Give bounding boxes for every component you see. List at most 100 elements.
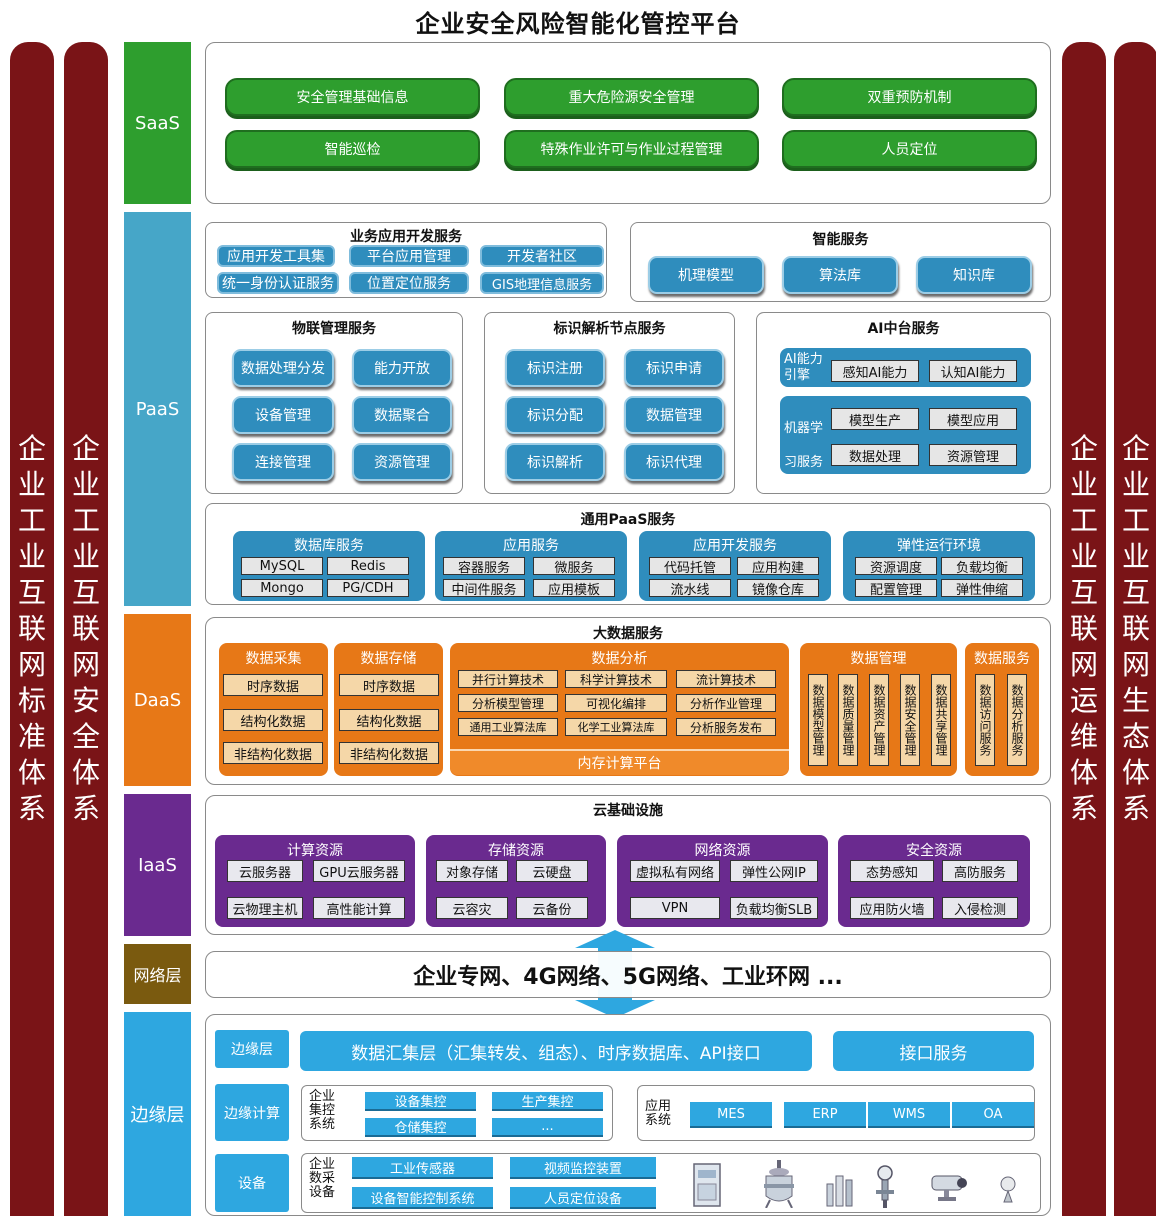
storage-resource-item[interactable]: 云容灾 <box>436 897 508 919</box>
iot-item[interactable]: 连接管理 <box>232 443 334 481</box>
ident-item[interactable]: 标识解析 <box>505 443 605 481</box>
saas-item[interactable]: 双重预防机制 <box>782 78 1037 116</box>
ident-item[interactable]: 数据管理 <box>624 396 724 434</box>
biz-dev-item[interactable]: 统一身份认证服务 <box>217 272 339 294</box>
security-resource-item[interactable]: 高防服务 <box>942 860 1018 882</box>
application-item[interactable]: MES <box>690 1102 772 1128</box>
device-item[interactable]: 工业传感器 <box>352 1157 493 1179</box>
data-manage-item[interactable]: 数据模型管理 <box>808 674 828 766</box>
data-store-item[interactable]: 非结构化数据 <box>339 742 439 764</box>
saas-item[interactable]: 人员定位 <box>782 130 1037 168</box>
iot-item[interactable]: 资源管理 <box>352 443 452 481</box>
iot-item[interactable]: 能力开放 <box>352 349 452 387</box>
ai-capability-item[interactable]: 认知AI能力 <box>929 360 1017 382</box>
db-service-item[interactable]: MySQL <box>241 557 323 575</box>
data-service-item[interactable]: 数据访问服务 <box>975 674 995 766</box>
app-dev-service-item[interactable]: 应用构建 <box>737 557 819 576</box>
app-service-item[interactable]: 容器服务 <box>443 557 525 576</box>
edge-compute-item[interactable]: 设备集控 <box>365 1092 476 1111</box>
db-service-item[interactable]: PG/CDH <box>327 579 409 597</box>
smart-item[interactable]: 算法库 <box>782 256 898 294</box>
app-dev-service-item[interactable]: 代码托管 <box>649 557 731 576</box>
storage-resource-item[interactable]: 对象存储 <box>436 860 508 882</box>
smart-item[interactable]: 知识库 <box>916 256 1032 294</box>
biz-dev-item[interactable]: 平台应用管理 <box>349 245 469 267</box>
iot-item[interactable]: 数据聚合 <box>352 396 452 434</box>
smart-item[interactable]: 机理模型 <box>648 256 764 294</box>
network-resource-item[interactable]: VPN <box>630 897 720 919</box>
edge-compute-item[interactable]: ... <box>492 1118 603 1137</box>
biz-dev-item[interactable]: 应用开发工具集 <box>217 245 335 267</box>
data-analysis-item[interactable]: 流计算技术 <box>676 670 776 688</box>
elastic-env-item[interactable]: 弹性伸缩 <box>941 579 1023 598</box>
data-manage-item[interactable]: 数据共享管理 <box>931 674 951 766</box>
app-service-item[interactable]: 中间件服务 <box>443 579 525 598</box>
device-item[interactable]: 视频监控装置 <box>510 1157 656 1179</box>
security-resource-item[interactable]: 态势感知 <box>850 860 934 882</box>
device-item[interactable]: 设备智能控制系统 <box>352 1187 493 1209</box>
compute-resource-item[interactable]: 云物理主机 <box>227 897 303 919</box>
biz-dev-item[interactable]: 开发者社区 <box>480 245 604 267</box>
data-collect-item[interactable]: 结构化数据 <box>223 709 323 731</box>
db-service-item[interactable]: Mongo <box>241 579 323 597</box>
app-dev-service-item[interactable]: 流水线 <box>649 579 731 598</box>
compute-resource-item[interactable]: 云服务器 <box>227 860 303 882</box>
data-manage-item[interactable]: 数据资产管理 <box>869 674 889 766</box>
data-analysis-item[interactable]: 科学计算技术 <box>565 670 667 688</box>
biz-dev-item[interactable]: GIS地理信息服务 <box>480 272 604 294</box>
network-resource-item[interactable]: 弹性公网IP <box>730 860 818 882</box>
application-item[interactable]: WMS <box>868 1102 950 1128</box>
data-analysis-item[interactable]: 化学工业算法库 <box>565 718 667 736</box>
ml-service-item[interactable]: 模型生产 <box>831 408 919 430</box>
security-resource-item[interactable]: 入侵检测 <box>942 897 1018 919</box>
data-analysis-item[interactable]: 分析服务发布 <box>676 718 776 736</box>
ident-item[interactable]: 标识分配 <box>505 396 605 434</box>
application-item[interactable]: ERP <box>784 1102 866 1128</box>
storage-resource-item[interactable]: 云备份 <box>516 897 588 919</box>
device-item[interactable]: 人员定位设备 <box>510 1187 656 1209</box>
network-resource-item[interactable]: 虚拟私有网络 <box>630 860 720 882</box>
data-analysis-item[interactable]: 可视化编排 <box>565 694 667 712</box>
data-store-item[interactable]: 时序数据 <box>339 674 439 696</box>
ident-item[interactable]: 标识代理 <box>624 443 724 481</box>
data-analysis-item[interactable]: 分析模型管理 <box>458 694 558 712</box>
ml-service-item[interactable]: 资源管理 <box>929 444 1017 466</box>
saas-item[interactable]: 重大危险源安全管理 <box>504 78 759 116</box>
ident-item[interactable]: 标识注册 <box>505 349 605 387</box>
elastic-env-item[interactable]: 配置管理 <box>855 579 937 598</box>
data-manage-item[interactable]: 数据安全管理 <box>900 674 920 766</box>
biz-dev-item[interactable]: 位置定位服务 <box>349 272 469 294</box>
elastic-env-item[interactable]: 资源调度 <box>855 557 937 576</box>
data-service-item[interactable]: 数据分析服务 <box>1007 674 1027 766</box>
application-item[interactable]: OA <box>952 1102 1034 1128</box>
data-collect-item[interactable]: 非结构化数据 <box>223 742 323 764</box>
data-analysis-item[interactable]: 分析作业管理 <box>676 694 776 712</box>
ml-service-item[interactable]: 模型应用 <box>929 408 1017 430</box>
data-collect-item[interactable]: 时序数据 <box>223 674 323 696</box>
saas-item[interactable]: 特殊作业许可与作业过程管理 <box>504 130 759 168</box>
data-manage-item[interactable]: 数据质量管理 <box>838 674 858 766</box>
ai-capability-item[interactable]: 感知AI能力 <box>831 360 919 382</box>
app-service-item[interactable]: 微服务 <box>533 557 615 576</box>
elastic-env-item[interactable]: 负载均衡 <box>941 557 1023 576</box>
db-service-item[interactable]: Redis <box>327 557 409 575</box>
data-aggregation-layer[interactable]: 数据汇集层（汇集转发、组态）、时序数据库、API接口 <box>300 1031 812 1071</box>
iot-item[interactable]: 数据处理分发 <box>232 349 334 387</box>
saas-item[interactable]: 安全管理基础信息 <box>225 78 480 116</box>
compute-resource-item[interactable]: GPU云服务器 <box>313 860 405 882</box>
ident-item[interactable]: 标识申请 <box>624 349 724 387</box>
compute-resource-item[interactable]: 高性能计算 <box>313 897 405 919</box>
data-analysis-item[interactable]: 并行计算技术 <box>458 670 558 688</box>
data-store-item[interactable]: 结构化数据 <box>339 709 439 731</box>
app-dev-service-item[interactable]: 镜像仓库 <box>737 579 819 598</box>
iot-item[interactable]: 设备管理 <box>232 396 334 434</box>
network-resource-item[interactable]: 负载均衡SLB <box>730 897 818 919</box>
storage-resource-item[interactable]: 云硬盘 <box>516 860 588 882</box>
app-service-item[interactable]: 应用模板 <box>533 579 615 598</box>
ml-service-item[interactable]: 数据处理 <box>831 444 919 466</box>
edge-compute-item[interactable]: 仓储集控 <box>365 1118 476 1137</box>
interface-service[interactable]: 接口服务 <box>833 1031 1034 1071</box>
edge-compute-item[interactable]: 生产集控 <box>492 1092 603 1111</box>
security-resource-item[interactable]: 应用防火墙 <box>850 897 934 919</box>
saas-item[interactable]: 智能巡检 <box>225 130 480 168</box>
